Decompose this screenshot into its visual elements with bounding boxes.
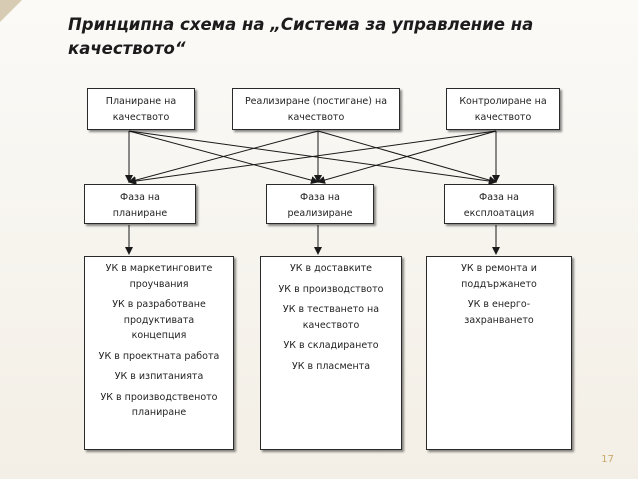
item-text: УК в разработване [112, 299, 206, 310]
box-text: качеството [474, 112, 532, 123]
box-text: качеството [112, 112, 170, 123]
arrow-real-to-plan [128, 130, 319, 185]
box-controlling-quality: Контролиране на качеството [446, 88, 560, 130]
box-details-exploitation: УК в ремонта и поддържането УК в енерго-… [426, 256, 572, 450]
list-item: УК в пласмента [261, 359, 401, 375]
box-text: Фаза на [120, 192, 160, 203]
item-text: качеството [302, 319, 360, 331]
list-item: УК в енерго- захранването [427, 297, 571, 328]
item-text: УК в ремонта и [461, 263, 537, 274]
box-text: качеството [287, 112, 345, 123]
box-text: реализиране [287, 208, 353, 219]
item-text: поддържането [461, 278, 537, 290]
box-text: експлоатация [463, 208, 535, 219]
item-text: УК в изпитанията [114, 371, 204, 382]
title-line-1: Принципна схема на „Система за управлени… [68, 15, 534, 34]
item-text: УК в доставките [289, 263, 373, 274]
arrow-ctrl-to-real [317, 130, 497, 184]
box-planning-quality: Планиране на качеството [87, 88, 195, 130]
item-text: УК в производственото [100, 391, 218, 403]
box-details-planning: УК в маркетинговите проучвания УК в разр… [84, 256, 234, 450]
item-text: УК в енерго- [467, 299, 531, 310]
arrow-ctrl-to-plan [128, 130, 497, 185]
box-realizing-quality: Реализиране (постигане) на качеството [232, 88, 400, 130]
list-item: УК в доставките [261, 261, 401, 277]
page-number: 17 [601, 454, 614, 465]
item-text: захранването [464, 314, 534, 326]
slide-title: Принципна схема на „Система за управлени… [68, 13, 608, 61]
list-item: УК в изпитанията [85, 369, 233, 385]
list-item: УК в производството [261, 282, 401, 298]
box-text: Планиране на [105, 96, 177, 107]
item-text: УК в маркетинговите [105, 263, 213, 274]
box-text: Фаза на [479, 192, 519, 203]
list-item: УК в тестването на качеството [261, 302, 401, 333]
corner-decoration [0, 0, 22, 22]
item-text: УК в производството [278, 283, 384, 295]
item-text: УК в пласмента [291, 360, 371, 372]
box-text: Реализиране (постигане) на [244, 96, 388, 107]
item-text: проучвания [129, 278, 189, 290]
title-line-2: качеството“ [68, 39, 186, 58]
list-item: УК в складирането [261, 338, 401, 354]
item-text: планиране [131, 407, 187, 418]
box-text: Контролиране на [459, 96, 547, 107]
item-text: УК в проектната работа [98, 350, 220, 362]
list-item: УК в разработване продуктивата концепция [85, 297, 233, 344]
box-phase-planning: Фаза на планиране [84, 184, 196, 224]
box-details-realization: УК в доставките УК в производството УК в… [260, 256, 402, 450]
item-text: продуктивата [123, 314, 195, 326]
list-item: УК в проектната работа [85, 349, 233, 365]
item-text: концепция [131, 330, 187, 341]
box-phase-exploitation: Фаза на експлоатация [444, 184, 554, 224]
list-item: УК в маркетинговите проучвания [85, 261, 233, 292]
box-text: Фаза на [300, 192, 340, 203]
item-text: УК в тестването на [282, 304, 380, 315]
list-item: УК в производственото планиране [85, 390, 233, 421]
item-text: УК в складирането [283, 340, 379, 351]
list-item: УК в ремонта и поддържането [427, 261, 571, 292]
box-phase-realization: Фаза на реализиране [266, 184, 374, 224]
box-text: планиране [112, 208, 168, 219]
